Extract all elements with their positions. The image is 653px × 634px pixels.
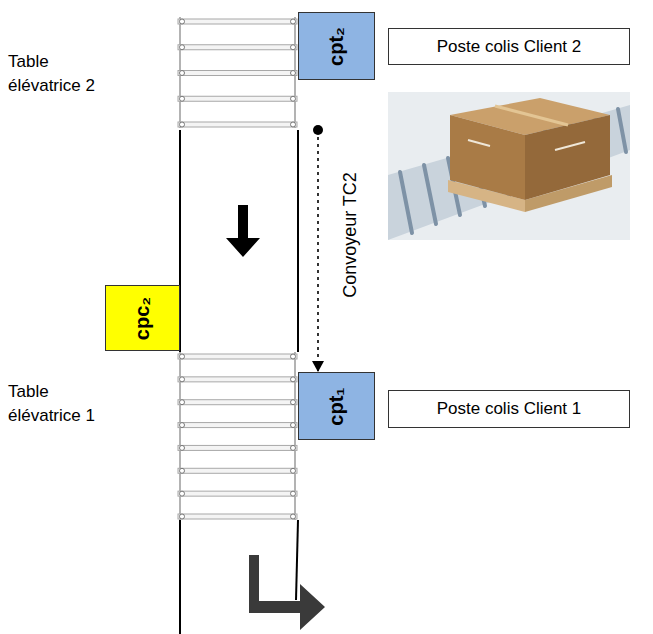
station-box: Poste colis Client 2	[388, 28, 630, 65]
roller	[178, 122, 297, 127]
roller-cap	[291, 45, 296, 50]
sensor-label: cpt₁	[325, 387, 348, 425]
roller-cap	[180, 514, 185, 519]
roller-cap	[291, 377, 296, 382]
roller	[178, 45, 297, 50]
roller-cap	[291, 354, 296, 359]
roller-cap	[291, 445, 296, 450]
exit-arrow	[249, 555, 325, 630]
sensor-box: cpc₂	[105, 285, 180, 351]
roller-cap	[180, 122, 185, 127]
start-dot	[313, 125, 323, 135]
table-label-wrap: Table élévatrice 2	[8, 50, 120, 98]
down-arrow	[226, 205, 260, 257]
roller-cap	[291, 468, 296, 473]
station-label: Poste colis Client 2	[437, 37, 582, 57]
roller	[178, 400, 297, 405]
sensor-box: cpt₂	[298, 12, 375, 80]
roller-cap	[180, 400, 185, 405]
roller-cap	[291, 122, 296, 127]
roller-cap	[180, 96, 185, 101]
roller	[424, 165, 436, 224]
roller	[178, 445, 297, 450]
roller-cap	[180, 71, 185, 76]
roller	[178, 377, 297, 382]
photo-illustration	[388, 92, 630, 240]
roller-cap	[180, 377, 185, 382]
sensor-box: cpt₁	[298, 372, 375, 440]
station-box: Poste colis Client 1	[388, 390, 630, 428]
station-label: Poste colis Client 1	[437, 399, 582, 419]
roller-table	[175, 350, 300, 522]
roller	[178, 468, 297, 473]
roller	[400, 172, 412, 233]
photo-ground	[388, 92, 630, 240]
box-tape	[495, 106, 568, 125]
roller	[178, 514, 297, 519]
box-front	[450, 115, 525, 200]
roller-cap	[291, 19, 296, 24]
roller	[618, 109, 626, 152]
roller-cap	[180, 423, 185, 428]
roller	[178, 354, 297, 359]
roller	[178, 96, 297, 101]
roller-cap	[180, 491, 185, 496]
roller-cap	[291, 514, 296, 519]
box-side	[525, 115, 610, 200]
roller-cap	[180, 354, 185, 359]
sensor-label: cpt₂	[325, 27, 348, 66]
rail-line	[297, 130, 299, 352]
roller-table	[175, 15, 300, 130]
roller	[178, 19, 297, 24]
roller	[178, 423, 297, 428]
box-mark	[468, 140, 490, 146]
roller-cap	[291, 96, 296, 101]
box-mark	[555, 142, 585, 150]
conveyor-label: Convoyeur TC2	[340, 170, 361, 300]
roller-cap	[180, 45, 185, 50]
sensor-label: cpc₂	[131, 296, 154, 339]
lift-table: Table élévatrice 1	[175, 350, 300, 522]
roller-cap	[291, 71, 296, 76]
table-label: Table élévatrice 1	[8, 380, 120, 428]
roller	[178, 71, 297, 76]
roller-cap	[180, 468, 185, 473]
roller-cap	[291, 423, 296, 428]
rail-line	[179, 520, 181, 634]
roller-cap	[180, 19, 185, 24]
conveyor-arrow	[317, 130, 319, 372]
roller	[178, 491, 297, 496]
roller-cap	[291, 400, 296, 405]
roller-cap	[291, 491, 296, 496]
table-label-wrap: Table élévatrice 1	[8, 380, 120, 428]
rail-line	[296, 520, 298, 600]
roller-cap	[180, 445, 185, 450]
table-label: Table élévatrice 2	[8, 50, 120, 98]
